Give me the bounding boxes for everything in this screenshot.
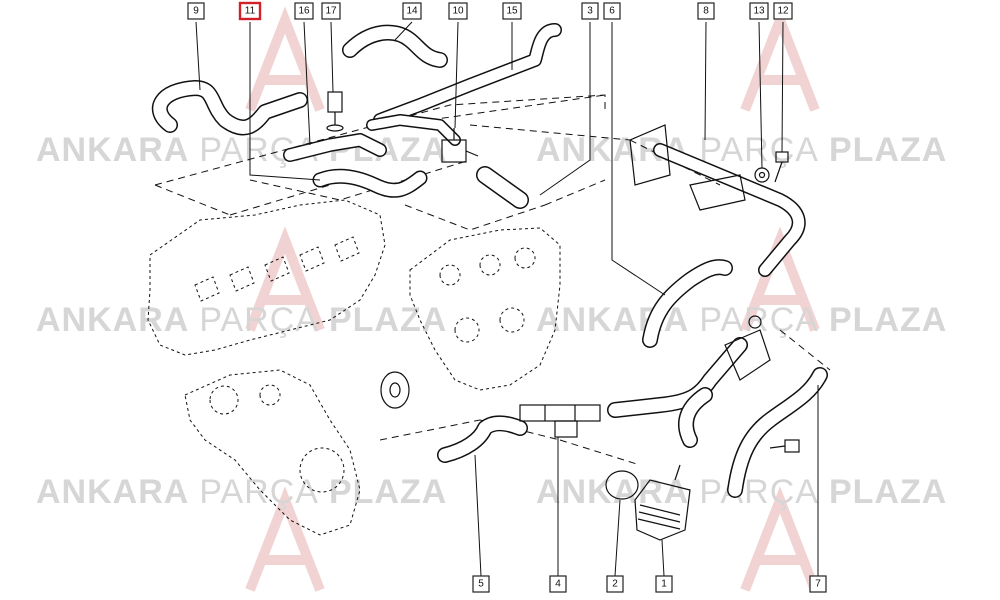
intake-manifold-outline	[147, 199, 386, 356]
callout-8[interactable]: 8	[697, 2, 715, 20]
watermark-word-1: ANKARA	[36, 301, 189, 339]
hose-lower-main	[607, 337, 748, 418]
watermark-row-2-left: ANKARA PARÇA PLAZA	[36, 301, 447, 339]
watermark-word-2: PARÇA	[699, 473, 819, 511]
hose-6	[642, 259, 733, 348]
watermark-word-2: PARÇA	[699, 131, 819, 169]
callout-7[interactable]: 7	[809, 575, 827, 593]
intake-manifold-ports	[194, 236, 360, 302]
callout-1[interactable]: 1	[655, 575, 673, 593]
watermark-row-3-left: ANKARA PARÇA PLAZA	[36, 473, 447, 511]
watermark-row-3-right: ANKARA PARÇA PLAZA	[536, 473, 947, 511]
hose-8-pipe	[653, 143, 806, 277]
watermark-word-3: PLAZA	[329, 473, 447, 511]
callout-4[interactable]: 4	[549, 575, 567, 593]
hose-lower-bend	[678, 387, 713, 448]
svg-text:17: 17	[325, 6, 337, 17]
svg-text:9: 9	[193, 6, 199, 17]
svg-text:8: 8	[703, 6, 709, 17]
hose-7	[727, 367, 828, 498]
svg-text:11: 11	[245, 6, 256, 17]
engine-outlines	[147, 199, 561, 536]
svg-text:5: 5	[478, 579, 484, 590]
svg-text:7: 7	[815, 579, 821, 590]
hose-10-branch	[366, 114, 461, 146]
watermark-word-2: PARÇA	[699, 301, 819, 339]
hose-14	[342, 24, 448, 68]
callout-13[interactable]: 13	[749, 2, 769, 20]
svg-text:16: 16	[298, 6, 310, 17]
watermark-word-3: PLAZA	[829, 301, 947, 339]
watermark-word-3: PLAZA	[829, 131, 947, 169]
svg-text:1: 1	[661, 579, 667, 590]
watermark-word-1: ANKARA	[36, 473, 189, 511]
svg-text:10: 10	[452, 6, 464, 17]
callout-6[interactable]: 6	[603, 2, 621, 20]
svg-text:6: 6	[609, 6, 615, 17]
hoses	[151, 23, 828, 498]
callout-11[interactable]: 11	[238, 1, 262, 21]
callouts: 9 11 16 17 14 10 15 3	[187, 1, 827, 593]
watermark-word-1: ANKARA	[536, 473, 689, 511]
callout-16[interactable]: 16	[294, 2, 314, 20]
part-4-tee-pipe	[519, 404, 601, 438]
hose-9	[151, 80, 308, 136]
watermark-word-2: PARÇA	[199, 301, 319, 339]
svg-text:15: 15	[506, 6, 518, 17]
hose-11	[312, 168, 428, 198]
timing-cover-details	[209, 384, 345, 493]
callout-14[interactable]: 14	[402, 2, 422, 20]
svg-text:14: 14	[406, 6, 418, 17]
part-8-bracket	[629, 124, 746, 211]
watermark-word-1: ANKARA	[36, 131, 189, 169]
hose-5	[437, 415, 528, 463]
svg-text:2: 2	[612, 579, 618, 590]
part-2-o-ring	[605, 470, 639, 500]
part-water-pump-pulley	[380, 371, 410, 409]
part-13-washer	[754, 167, 770, 183]
callout-5[interactable]: 5	[472, 575, 490, 593]
timing-cover-outline	[184, 369, 361, 536]
callout-3[interactable]: 3	[581, 2, 599, 20]
hose-16	[283, 133, 387, 162]
callout-2[interactable]: 2	[606, 575, 624, 593]
svg-text:3: 3	[587, 6, 593, 17]
hose-3	[476, 166, 529, 209]
watermark-word-3: PLAZA	[829, 473, 947, 511]
part-1-oil-cooler	[634, 464, 691, 541]
part-side-bolt	[769, 439, 800, 453]
watermark-word-2: PARÇA	[199, 473, 319, 511]
part-10-tee-connector	[441, 128, 479, 163]
hose-15	[373, 23, 562, 127]
callout-17[interactable]: 17	[321, 2, 341, 20]
watermark-logo	[245, 6, 820, 592]
svg-text:13: 13	[753, 6, 765, 17]
svg-text:12: 12	[777, 6, 789, 17]
watermark-word-3: PLAZA	[329, 301, 447, 339]
callout-15[interactable]: 15	[502, 2, 522, 20]
watermark-layer: ANKARA PARÇA PLAZA ANKARA PARÇA PLAZA ANKARA…	[36, 6, 947, 592]
svg-text:4: 4	[555, 579, 561, 590]
callout-9[interactable]: 9	[187, 2, 205, 20]
cylinder-head-details	[439, 247, 536, 343]
leader-lines	[195, 21, 819, 577]
cylinder-head-outline	[409, 227, 561, 391]
callout-12[interactable]: 12	[773, 2, 793, 20]
callout-10[interactable]: 10	[448, 2, 468, 20]
part-thermostat-housing	[724, 315, 771, 381]
part-17-sensor	[326, 91, 344, 132]
